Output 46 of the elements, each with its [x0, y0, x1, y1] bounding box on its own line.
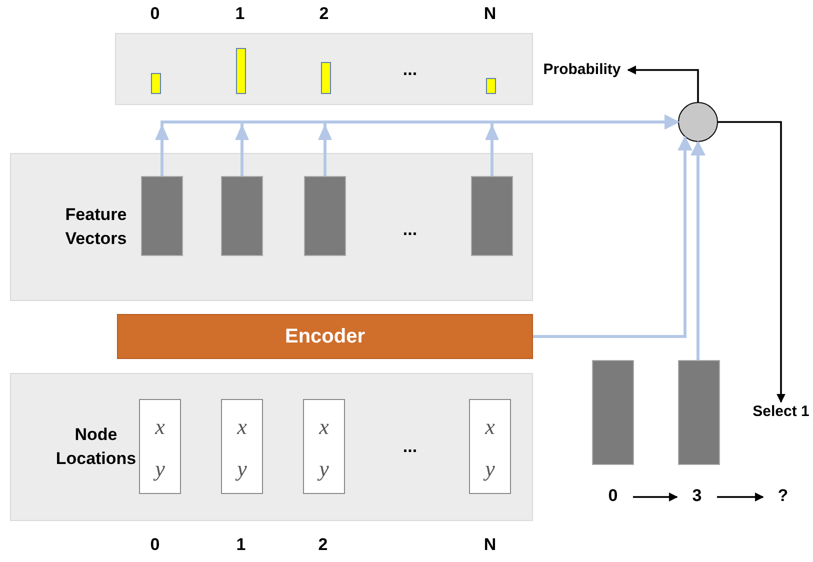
panel-label: Node Locations [54, 424, 138, 470]
probability-bar [151, 73, 161, 94]
vector-bar [141, 176, 183, 256]
encoder-block [117, 314, 533, 359]
text-label: 3 [677, 486, 717, 508]
variable-label: y [237, 456, 247, 482]
variable-label: x [155, 414, 165, 440]
coordinate-box [303, 399, 345, 494]
panel [10, 153, 533, 301]
vector-bar [221, 176, 263, 256]
index-label: N [484, 535, 496, 555]
index-label: 2 [318, 535, 328, 555]
variable-label: y [485, 456, 495, 482]
text-label: Select 1 [750, 402, 812, 422]
coordinate-box [469, 399, 511, 494]
variable-label: x [237, 414, 247, 440]
ellipsis: ... [402, 220, 418, 240]
ellipsis: ... [402, 60, 418, 80]
text-label: ? [763, 486, 803, 508]
probability-bar [321, 62, 331, 94]
ellipsis: ... [402, 437, 418, 457]
vector-bar [592, 360, 634, 465]
coordinate-box [139, 399, 181, 494]
text-label: Probability [536, 60, 628, 80]
variable-label: y [319, 456, 329, 482]
index-label: N [484, 4, 496, 24]
coordinate-box [221, 399, 263, 494]
index-label: 2 [319, 4, 329, 24]
variable-label: x [485, 414, 495, 440]
panel [115, 33, 533, 105]
variable-label: y [155, 456, 165, 482]
vector-bar [304, 176, 346, 256]
index-label: 1 [235, 4, 245, 24]
vector-bar [471, 176, 513, 256]
index-label: 0 [150, 4, 160, 24]
vector-bar [678, 360, 720, 465]
text-label: 0 [593, 486, 633, 508]
probability-bar [486, 78, 496, 94]
index-label: 1 [236, 535, 246, 555]
circle-node [678, 102, 718, 142]
probability-bar [236, 48, 246, 94]
variable-label: x [319, 414, 329, 440]
panel-label: Feature Vectors [64, 204, 128, 250]
panel [10, 373, 533, 521]
block-label: Encoder [284, 325, 366, 348]
index-label: 0 [150, 535, 160, 555]
